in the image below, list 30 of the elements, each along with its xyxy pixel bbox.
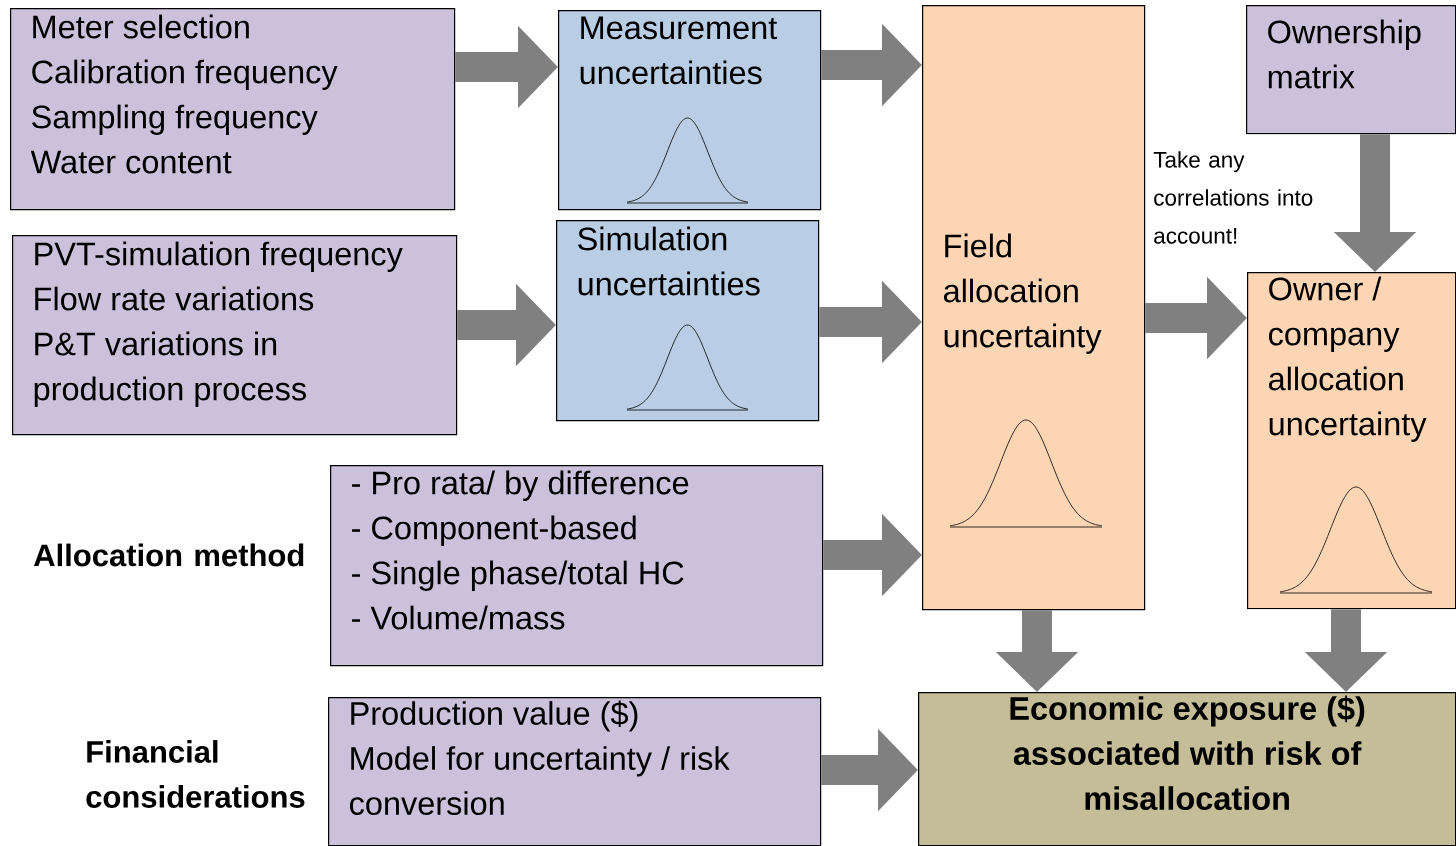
- list-item: P&T variations in production process: [34, 331, 306, 407]
- process-box: [558, 10, 822, 211]
- list-item: Calibration frequency: [32, 59, 338, 90]
- process-box: [922, 5, 1146, 611]
- edge-label: Take any correlations into account!: [1152, 150, 1327, 245]
- list-item: Meter selection: [33, 14, 249, 39]
- list-item: - Single phase/total HC: [352, 560, 684, 591]
- list-item: - Volume/mass: [352, 605, 565, 630]
- list-item: Flow rate variations: [35, 286, 314, 311]
- heading: Allocation method: [33, 543, 304, 567]
- box-text: Measurement uncertainties: [580, 16, 778, 85]
- process-box: [12, 235, 458, 436]
- box-text: Economic exposure ($) associated with risk of misallocation: [1010, 695, 1365, 811]
- box-text: Field allocation uncertainty: [944, 233, 1102, 354]
- list-item: - Pro rata/ by difference: [352, 470, 689, 501]
- process-box: [918, 692, 1456, 846]
- list-item: Production value ($): [351, 700, 638, 732]
- box-text: Ownership matrix: [1268, 19, 1421, 89]
- list-item: Sampling frequency: [32, 104, 318, 135]
- list-item: Model for uncertainty / risk conversion: [350, 746, 730, 815]
- list-item: PVT-simulation frequency: [35, 241, 403, 272]
- process-box: [556, 220, 820, 422]
- process-box: [1247, 272, 1456, 610]
- process-box: [10, 8, 456, 211]
- heading: Financial considerations: [86, 740, 305, 808]
- list-item: - Component-based: [352, 515, 636, 546]
- box-text: Simulation uncertainties: [578, 226, 760, 296]
- box-text: Owner / company allocation uncertainty: [1269, 276, 1427, 442]
- list-item: Water content: [30, 150, 232, 174]
- process-box: [1246, 5, 1456, 135]
